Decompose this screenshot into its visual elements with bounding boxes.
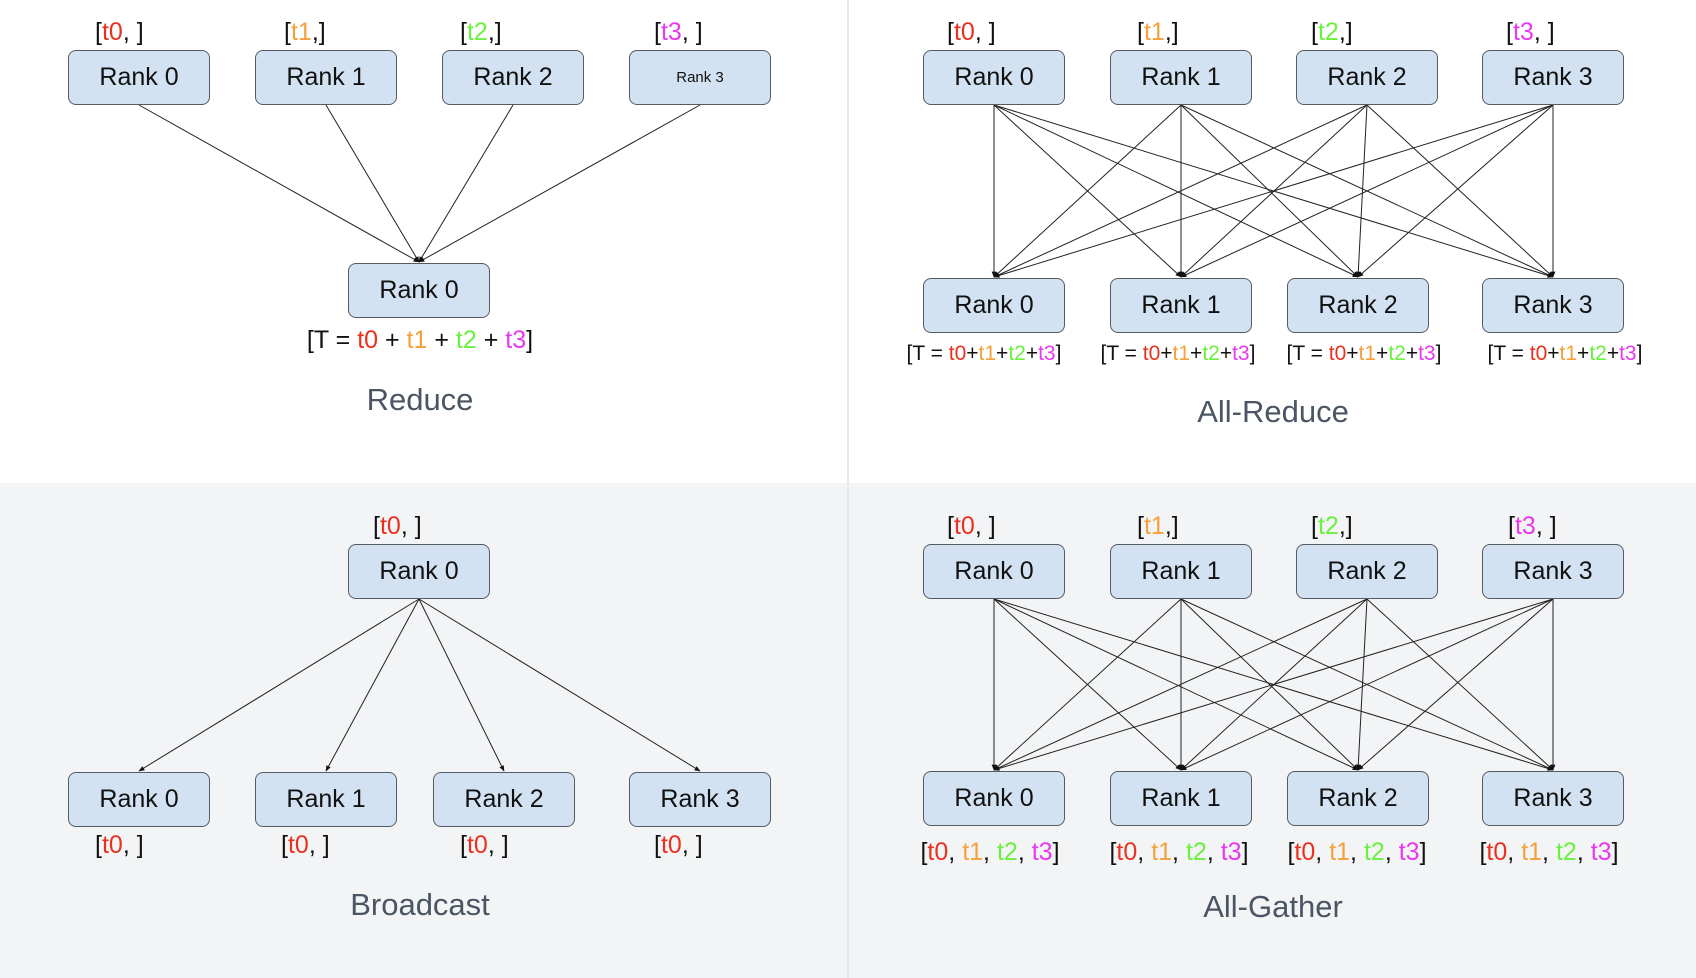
broadcast-target-rank-3: Rank 3 — [629, 772, 771, 827]
allreduce-result-label-0: [T = t0+t1+t2+t3] — [906, 342, 1062, 365]
allreduce-target-rank-0: Rank 0 — [923, 278, 1065, 333]
allreduce-src-label-2: [t2,] — [1311, 18, 1353, 46]
allgather-target-rank-0: Rank 0 — [923, 771, 1065, 826]
allgather-source-rank-1: Rank 1 — [1110, 544, 1252, 599]
allgather-src-label-3: [t3, ] — [1508, 512, 1557, 540]
reduce-source-rank-2: Rank 2 — [442, 50, 584, 105]
allreduce-target-rank-3: Rank 3 — [1482, 278, 1624, 333]
allgather-target-rank-2: Rank 2 — [1287, 771, 1429, 826]
broadcast-target-rank-0: Rank 0 — [68, 772, 210, 827]
reduce-target-rank-0: Rank 0 — [348, 263, 490, 318]
broadcast-source-rank-0: Rank 0 — [348, 544, 490, 599]
allreduce-source-rank-1: Rank 1 — [1110, 50, 1252, 105]
broadcast-target-label-3: [t0, ] — [654, 831, 703, 859]
allgather-source-rank-3: Rank 3 — [1482, 544, 1624, 599]
broadcast-target-label-2: [t0, ] — [460, 831, 509, 859]
broadcast-src-label: [t0, ] — [373, 512, 422, 540]
allgather-result-label-2: [t0, t1, t2, t3] — [1287, 838, 1427, 866]
broadcast-target-label-0: [t0, ] — [95, 831, 144, 859]
allgather-result-label-0: [t0, t1, t2, t3] — [920, 838, 1060, 866]
allgather-src-label-0: [t0, ] — [947, 512, 996, 540]
allgather-result-label-3: [t0, t1, t2, t3] — [1479, 838, 1619, 866]
broadcast-target-label-1: [t0, ] — [281, 831, 330, 859]
allgather-src-label-2: [t2,] — [1311, 512, 1353, 540]
allreduce-src-label-1: [t1,] — [1137, 18, 1179, 46]
reduce-src-label-0: [t0, ] — [95, 18, 144, 46]
reduce-title: Reduce — [366, 382, 474, 417]
allreduce-result-label-2: [T = t0+t1+t2+t3] — [1286, 342, 1442, 365]
allgather-src-label-1: [t1,] — [1137, 512, 1179, 540]
allgather-result-label-1: [t0, t1, t2, t3] — [1109, 838, 1249, 866]
all-gather-title: All-Gather — [1203, 889, 1343, 924]
broadcast-target-rank-1: Rank 1 — [255, 772, 397, 827]
allreduce-src-label-3: [t3, ] — [1506, 18, 1555, 46]
all-reduce-title: All-Reduce — [1197, 394, 1349, 429]
reduce-source-rank-3: Rank 3 — [629, 50, 771, 105]
reduce-src-label-3: [t3, ] — [654, 18, 703, 46]
reduce-source-rank-0: Rank 0 — [68, 50, 210, 105]
allgather-source-rank-0: Rank 0 — [923, 544, 1065, 599]
allreduce-source-rank-0: Rank 0 — [923, 50, 1065, 105]
reduce-src-label-2: [t2,] — [460, 18, 502, 46]
allgather-source-rank-2: Rank 2 — [1296, 544, 1438, 599]
broadcast-title: Broadcast — [350, 887, 490, 922]
allreduce-src-label-0: [t0, ] — [947, 18, 996, 46]
allgather-target-rank-3: Rank 3 — [1482, 771, 1624, 826]
allreduce-source-rank-3: Rank 3 — [1482, 50, 1624, 105]
reduce-source-rank-1: Rank 1 — [255, 50, 397, 105]
reduce-src-label-1: [t1,] — [284, 18, 326, 46]
allreduce-target-rank-2: Rank 2 — [1287, 278, 1429, 333]
broadcast-target-rank-2: Rank 2 — [433, 772, 575, 827]
allreduce-target-rank-1: Rank 1 — [1110, 278, 1252, 333]
panel-divider — [847, 0, 849, 978]
allreduce-result-label-3: [T = t0+t1+t2+t3] — [1487, 342, 1643, 365]
allgather-target-rank-1: Rank 1 — [1110, 771, 1252, 826]
allreduce-source-rank-2: Rank 2 — [1296, 50, 1438, 105]
reduce-result-label: [T = t0 + t1 + t2 + t3] — [306, 326, 534, 354]
allreduce-result-label-1: [T = t0+t1+t2+t3] — [1100, 342, 1256, 365]
